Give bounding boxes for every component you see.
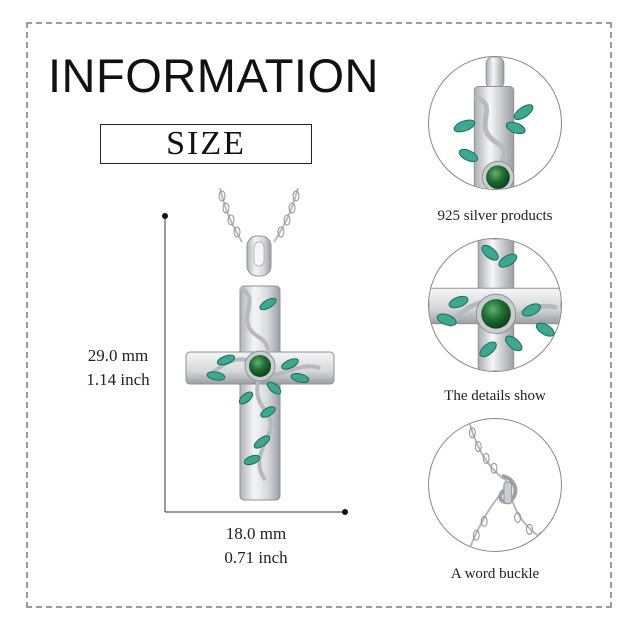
width-inch: 0.71 inch xyxy=(224,548,288,567)
caption-clasp: A word buckle xyxy=(450,566,540,582)
detail-circle-clasp xyxy=(428,418,562,552)
height-mm: 29.0 mm xyxy=(87,346,149,365)
cross-pendant-image xyxy=(185,187,335,501)
caption-details: The details show xyxy=(444,388,546,404)
caption-silver: 925 silver products xyxy=(437,208,553,224)
detail-circle-closeup xyxy=(428,238,562,372)
size-label-box: SIZE xyxy=(100,124,312,164)
detail-circle-silver xyxy=(428,56,562,190)
page-title: INFORMATION xyxy=(48,49,379,102)
closeup-detail-image xyxy=(429,239,561,371)
silver-detail-image xyxy=(453,57,534,189)
width-mm: 18.0 mm xyxy=(225,524,287,543)
clasp-detail-image xyxy=(467,419,561,551)
measurement-lines xyxy=(162,213,348,515)
dashed-frame xyxy=(26,22,612,608)
size-label: SIZE xyxy=(166,125,246,162)
height-dimension: 29.0 mm 1.14 inch xyxy=(78,344,158,392)
height-inch: 1.14 inch xyxy=(86,370,150,389)
width-dimension: 18.0 mm 0.71 inch xyxy=(214,522,298,570)
